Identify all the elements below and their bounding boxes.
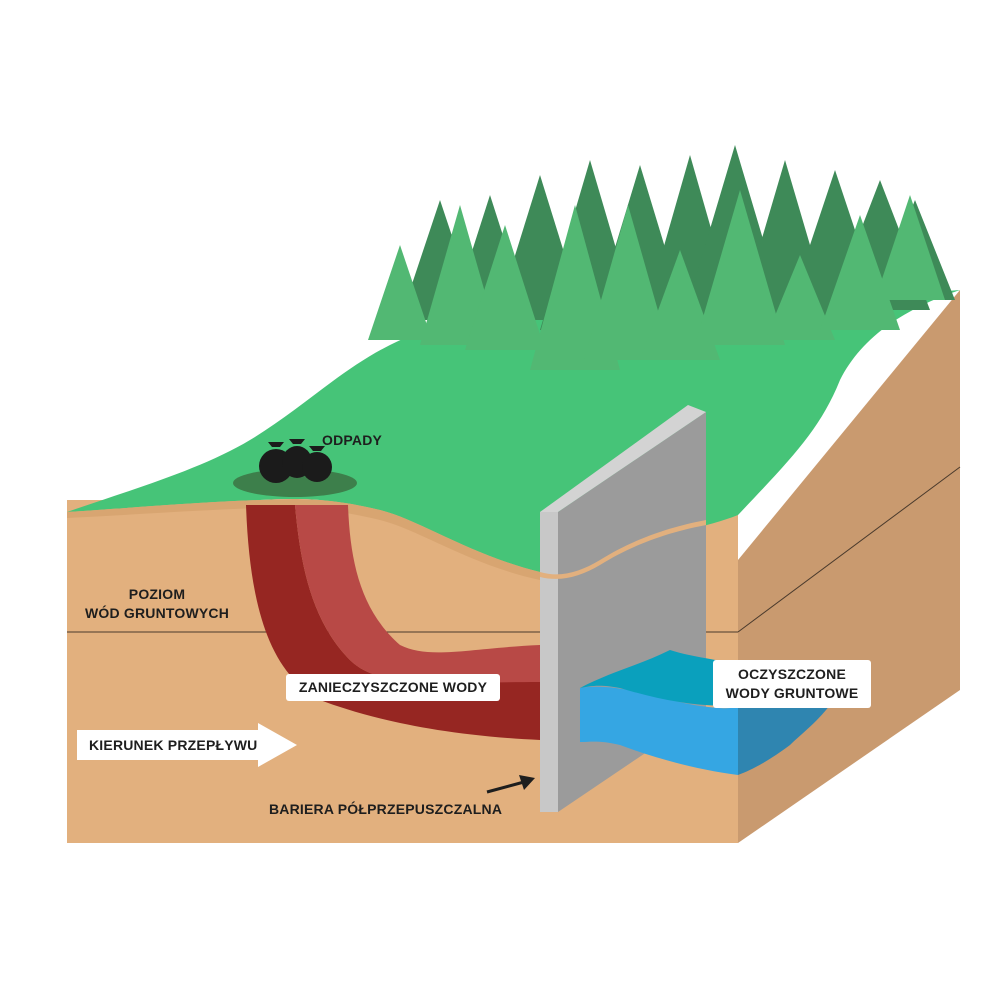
flow-direction-label: KIERUNEK PRZEPŁYWU xyxy=(89,737,258,753)
groundwater-level-label-line2: WÓD GRUNTOWYCH xyxy=(84,605,230,621)
barrier-label: BARIERA PÓŁPRZEPUSZCZALNA xyxy=(269,801,503,817)
forest xyxy=(368,145,955,370)
grass-behind-barrier xyxy=(540,520,706,579)
barrier-pointer-arrow-icon xyxy=(486,775,535,794)
barrier-top xyxy=(540,405,706,512)
groundwater-level-line-side xyxy=(737,466,961,633)
flow-direction-arrow-icon xyxy=(77,723,297,767)
soil-rim xyxy=(67,499,540,580)
groundwater-level-label-line1: POZIOM xyxy=(128,586,186,602)
treated-water-label: OCZYSZCZONE WODY GRUNTOWE xyxy=(713,660,871,708)
water-front xyxy=(580,686,738,775)
treated-water-label-line1: OCZYSZCZONE xyxy=(738,666,846,682)
waste-bags-icon xyxy=(259,439,332,483)
barrier-edge xyxy=(540,512,558,812)
treated-groundwater xyxy=(580,650,832,775)
water-side xyxy=(738,702,832,775)
waste-label: ODPADY xyxy=(322,432,383,448)
contaminated-water-label: ZANIECZYSZCZONE WODY xyxy=(286,674,500,701)
grass-surface xyxy=(67,290,960,575)
contaminated-plume-light xyxy=(295,505,540,683)
groundwater-level-label: POZIOM WÓD GRUNTOWYCH xyxy=(72,585,242,623)
treated-water-label-line2: WODY GRUNTOWE xyxy=(725,685,859,701)
